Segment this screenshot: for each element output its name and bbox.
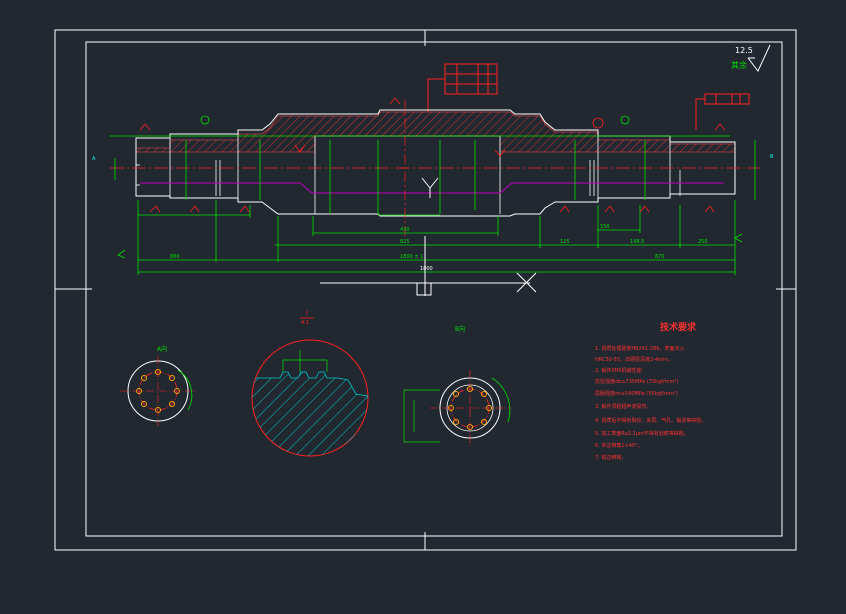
svg-text:B向: B向 [455, 325, 465, 333]
tech-req-line: HRC50-55，淬硬层深度2-4mm。 [595, 356, 673, 363]
svg-text:250: 250 [698, 239, 708, 245]
tech-req-line: 4. 调质后不得有裂纹、夹层、气孔、锻造等缺陷。 [595, 417, 706, 424]
svg-text:825: 825 [400, 239, 410, 245]
svg-text:870: 870 [655, 254, 665, 260]
view-b[interactable]: B向 [403, 325, 511, 446]
svg-text:430: 430 [400, 227, 410, 233]
runout-tolerance-frame [695, 93, 750, 130]
detail-view-i[interactable]: I 4:1 [250, 310, 372, 460]
geometric-tolerance-frame [427, 63, 498, 112]
svg-text:880: 880 [170, 254, 180, 260]
tech-req-line: 抗拉强度σb≥735MPa (75kgf/mm²) [595, 378, 678, 385]
svg-text:I: I [306, 310, 308, 317]
svg-text:1800 ± 1: 1800 ± 1 [400, 254, 423, 260]
tech-req-line: 7. 锐边倒钝。 [595, 454, 626, 461]
svg-text:12.5: 12.5 [735, 46, 753, 55]
datum-markers [117, 115, 743, 259]
tech-req-title: 技术要求 [660, 321, 697, 333]
svg-text:A: A [92, 156, 96, 162]
svg-text:A向: A向 [157, 345, 167, 353]
pickbox-cursor [416, 282, 432, 296]
tech-req-line: 1. 调质处理硬度HB241-286，表面淬火 [595, 345, 684, 352]
roughness-callouts [139, 97, 726, 213]
svg-text:125: 125 [560, 239, 570, 245]
tech-req-line: 2. 锻件材料机械性能： [595, 367, 646, 374]
frame-center-marks [55, 30, 796, 550]
phantom-bore-line [140, 182, 724, 194]
svg-text:其余: 其余 [731, 60, 747, 70]
shaft-outline-lower [135, 152, 736, 217]
roughness-symbol: 12.5 其余 [731, 44, 771, 72]
dimension-texts: 1800 ± 1 1800 880 870 825 430 125 148.5 … [92, 154, 774, 272]
main-shaft-view[interactable]: 1800 ± 1 1800 880 870 825 430 125 148.5 … [92, 97, 774, 275]
tech-req-line: 6. 未注倒角1×45°。 [595, 442, 643, 449]
tech-req-line: 3. 锻件须经超声波探伤。 [595, 403, 651, 410]
svg-text:1800: 1800 [420, 266, 433, 272]
technical-requirements: 技术要求 1. 调质处理硬度HB241-286，表面淬火 HRC50-55，淬硬… [595, 321, 706, 461]
svg-text:4:1: 4:1 [301, 320, 309, 326]
tech-req-line: 5. 加工表面Ra3.2μm不得有划痕等缺陷。 [595, 430, 689, 437]
svg-text:B: B [770, 154, 774, 160]
svg-text:150: 150 [600, 224, 610, 230]
svg-text:148.5: 148.5 [630, 239, 644, 245]
view-a[interactable]: A向 [120, 345, 196, 426]
tech-req-line: 屈服强度σs≥540MPa (55kgf/mm²) [595, 390, 678, 397]
dimension-lines [110, 135, 756, 275]
